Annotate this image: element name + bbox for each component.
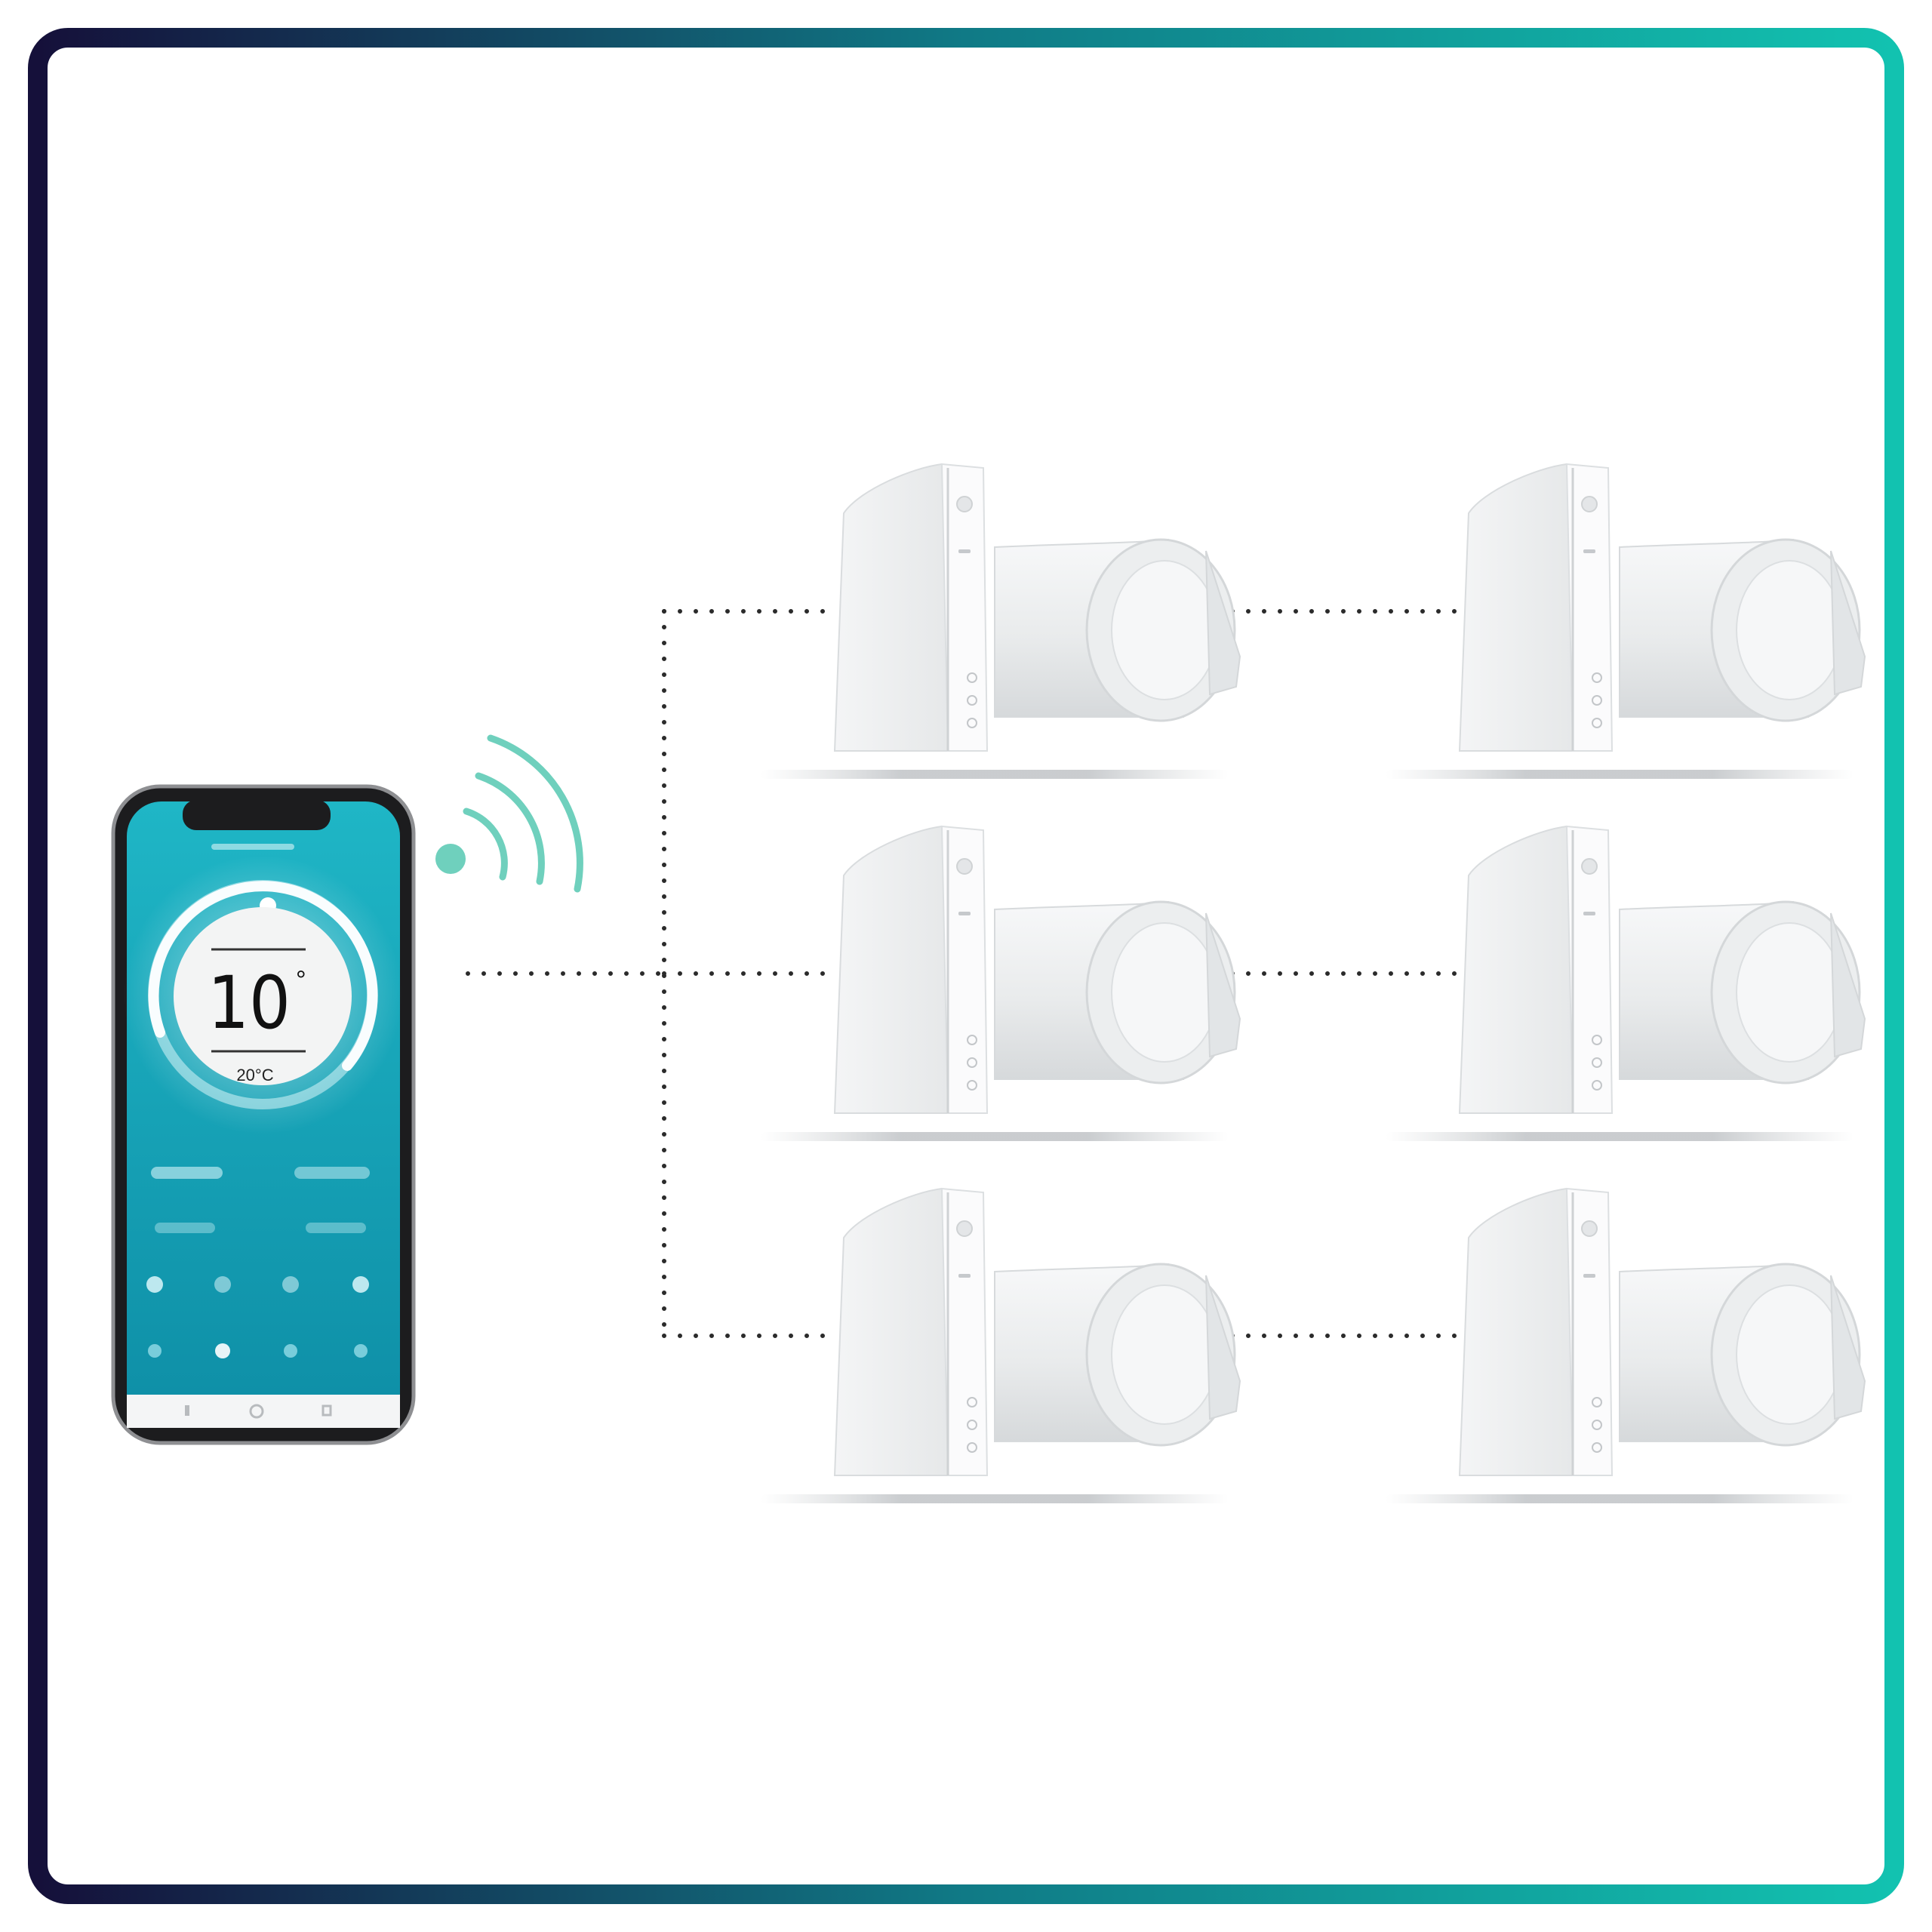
nav-icon[interactable] (215, 1343, 230, 1358)
info-row (155, 1223, 215, 1233)
wall-ventilator-icon[interactable] (759, 1187, 1241, 1505)
wifi-arc-large (487, 734, 583, 893)
nav-home-icon[interactable] (249, 1404, 264, 1419)
wifi-signal-icon (435, 734, 583, 893)
dial-value: 10 (208, 961, 291, 1045)
wifi-arc-medium (475, 772, 545, 885)
mode-button[interactable] (352, 1276, 369, 1293)
mode-button[interactable] (146, 1276, 163, 1293)
mode-button[interactable] (214, 1276, 231, 1293)
nav-back-icon[interactable] (185, 1405, 189, 1416)
nav-icon[interactable] (148, 1344, 162, 1358)
info-row (294, 1167, 370, 1179)
phone-notch (183, 800, 331, 830)
info-row (306, 1223, 366, 1233)
dial-progress-arc (148, 881, 378, 1071)
mode-button[interactable] (282, 1276, 299, 1293)
info-row (151, 1167, 223, 1179)
dial-face (174, 907, 352, 1085)
wall-ventilator-icon[interactable] (759, 463, 1241, 780)
wifi-source-dot (435, 844, 466, 874)
smartphone-icon[interactable]: 10 ° 20°C (111, 784, 416, 1445)
dial-superscript: ° (296, 966, 306, 995)
wall-ventilator-icon[interactable] (1384, 1187, 1866, 1505)
nav-icon[interactable] (354, 1344, 368, 1358)
nav-recent-icon[interactable] (321, 1404, 332, 1417)
wall-ventilator-icon[interactable] (1384, 463, 1866, 780)
nav-icon[interactable] (284, 1344, 297, 1358)
outer-frame (28, 28, 1904, 1904)
wall-ventilator-icon[interactable] (1384, 825, 1866, 1143)
wall-ventilator-icon[interactable] (759, 825, 1241, 1143)
ventilator-units (759, 463, 1866, 1505)
dial-sub-value: 20°C (236, 1066, 273, 1084)
wifi-arc-small (463, 808, 508, 881)
status-bar-text (211, 844, 294, 850)
